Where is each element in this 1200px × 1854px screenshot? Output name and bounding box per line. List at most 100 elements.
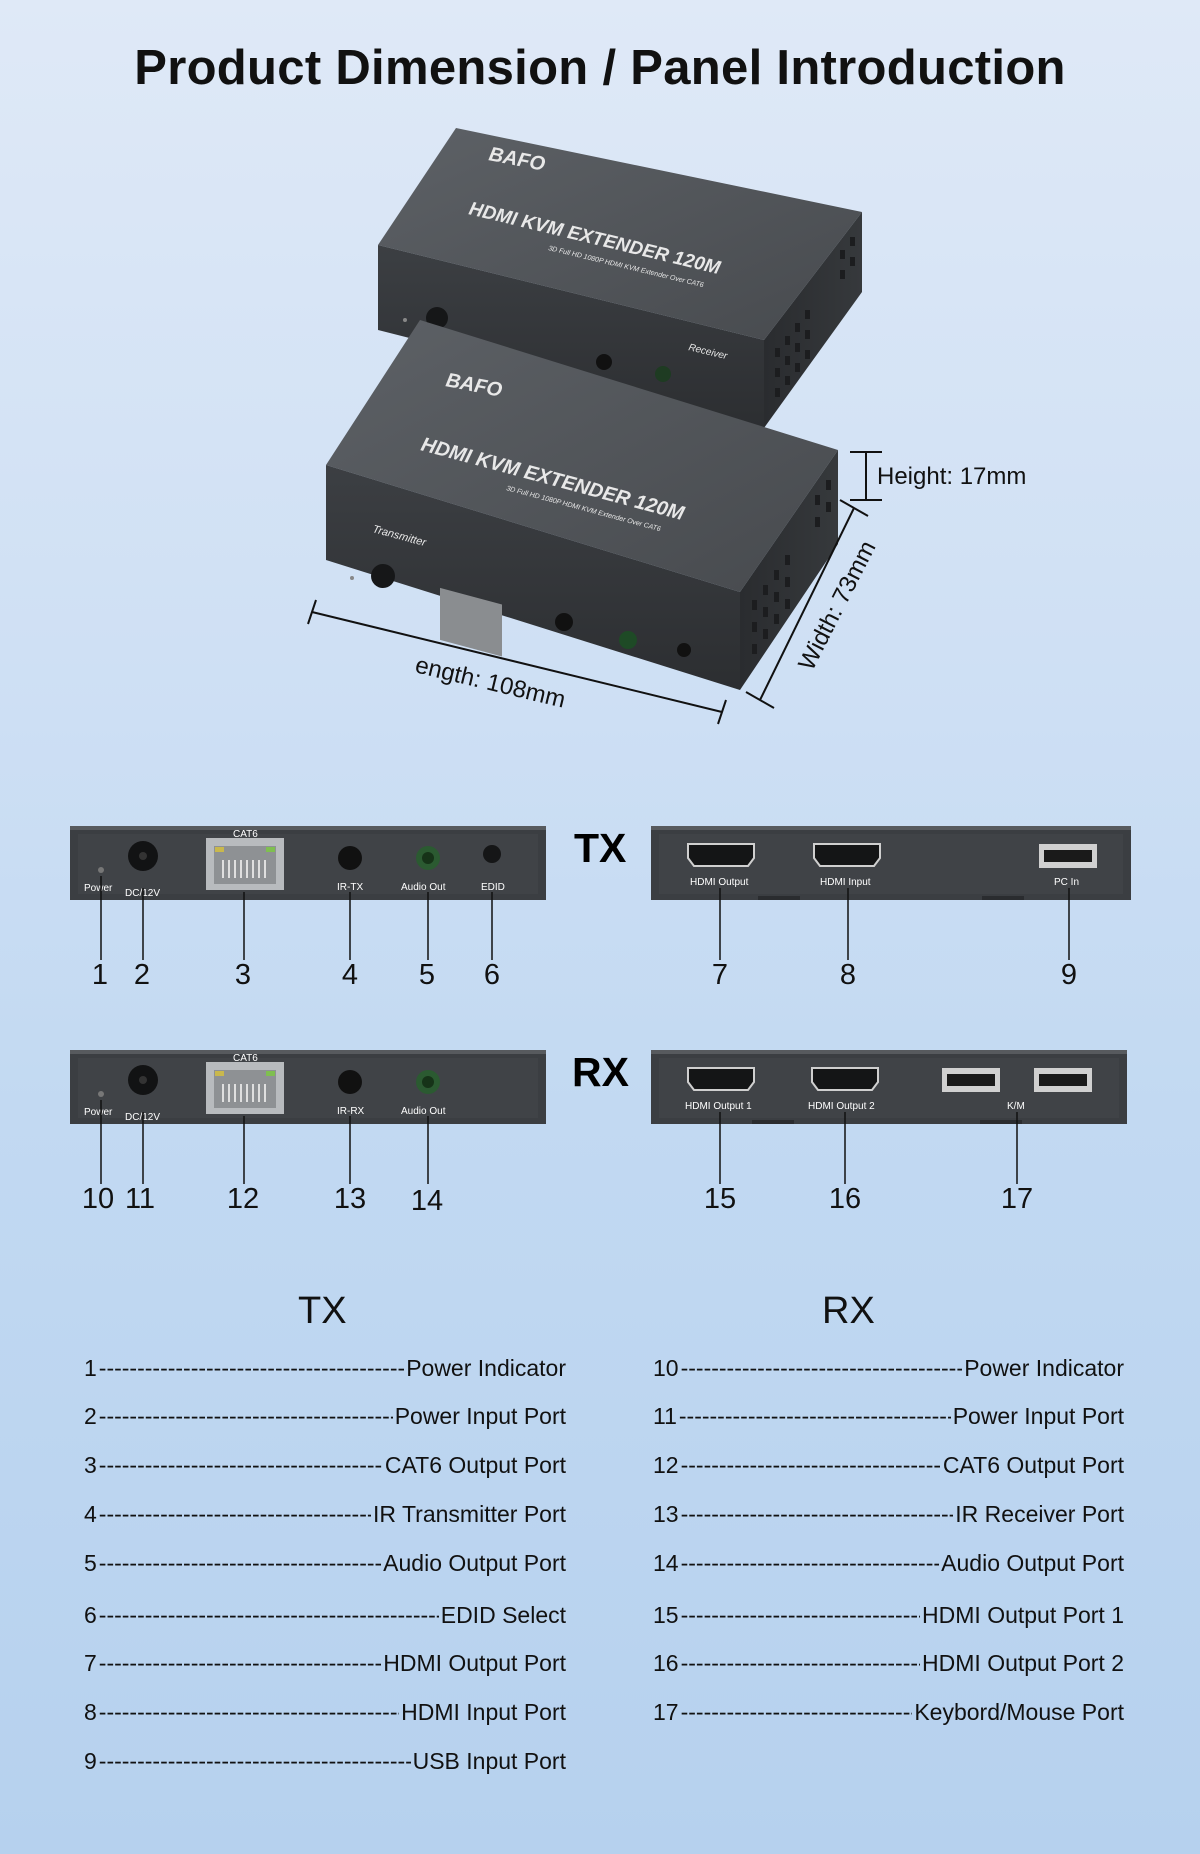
row-number: 6 <box>84 1602 97 1628</box>
row-description: HDMI Input Port <box>401 1699 566 1725</box>
tx-legend-row-3: 3 --------------------------------------… <box>84 1452 566 1479</box>
row-number: 12 <box>653 1452 679 1478</box>
ir-tx-label: IR-TX <box>337 882 363 893</box>
receiver-unit: BAFO HDMI KVM EXTENDER 120M 3D Full HD 1… <box>378 128 862 497</box>
rx-num-17: 17 <box>1001 1183 1033 1215</box>
pc-in-label: PC In <box>1054 877 1079 888</box>
tx-leader-lines <box>100 876 1070 960</box>
row-leader: ----------------------------------------… <box>680 1602 920 1628</box>
row-number: 10 <box>653 1355 679 1381</box>
edid-button <box>483 845 501 863</box>
row-number: 11 <box>653 1403 677 1429</box>
rx-legend-row-11: 11 -------------------------------------… <box>653 1403 1124 1430</box>
panel-diagrams: Power DC/12V CAT6 IR-TX Audio Out EDID H… <box>70 825 1131 1217</box>
tx-legend-row-1: 1 --------------------------------------… <box>84 1355 566 1382</box>
row-description: HDMI Output Port 1 <box>922 1602 1124 1628</box>
row-description: Power Input Port <box>952 1403 1124 1429</box>
rx-audio-out-label: Audio Out <box>401 1106 446 1117</box>
row-leader: ----------------------------------------… <box>98 1650 382 1676</box>
row-number: 7 <box>84 1650 97 1676</box>
hdmi-output-2-port <box>811 1067 879 1091</box>
tx-num-5: 5 <box>419 959 435 991</box>
row-leader: ----------------------------------------… <box>98 1602 439 1628</box>
tx-back-panel: HDMI Output HDMI Input PC In <box>651 826 1131 900</box>
rx-legend-row-13: 13 -------------------------------------… <box>653 1501 1124 1528</box>
row-description: Power Indicator <box>406 1355 566 1381</box>
height-dimension: Height: 17mm <box>877 463 1026 490</box>
row-leader: ----------------------------------------… <box>98 1748 411 1774</box>
rx-num-13: 13 <box>334 1183 366 1215</box>
power-label: Power <box>84 883 113 894</box>
row-number: 14 <box>653 1550 679 1576</box>
row-description: Audio Output Port <box>941 1550 1124 1576</box>
row-leader: ----------------------------------------… <box>98 1403 393 1429</box>
row-number: 5 <box>84 1550 97 1576</box>
row-leader: ----------------------------------------… <box>680 1501 954 1527</box>
hdmi-output-label: HDMI Output <box>690 877 749 888</box>
rx-legend-row-17: 17 -------------------------------------… <box>653 1699 1124 1726</box>
row-description: CAT6 Output Port <box>942 1452 1124 1478</box>
rx-num-15: 15 <box>704 1183 736 1215</box>
power-led <box>98 867 104 873</box>
dimension-lines <box>307 451 882 725</box>
rx-legend-row-12: 12 -------------------------------------… <box>653 1452 1124 1479</box>
row-number: 2 <box>84 1403 97 1429</box>
tx-num-4: 4 <box>342 959 358 991</box>
tx-legend-row-7: 7 --------------------------------------… <box>84 1650 566 1677</box>
rx-num-11: 11 <box>125 1183 155 1215</box>
rx-front-panel: Power DC/12V CAT6 IR-RX Audio Out <box>70 1050 546 1124</box>
row-number: 16 <box>653 1650 679 1676</box>
tx-legend-row-5: 5 --------------------------------------… <box>84 1550 566 1577</box>
tx-num-8: 8 <box>840 959 856 991</box>
tx-legend-row-9: 9 --------------------------------------… <box>84 1748 566 1775</box>
row-leader: ----------------------------------------… <box>680 1355 963 1381</box>
row-description: Power Indicator <box>964 1355 1124 1381</box>
tx-legend-row-6: 6 --------------------------------------… <box>84 1602 566 1629</box>
rx-legend-row-15: 15 -------------------------------------… <box>653 1602 1124 1629</box>
km-label: K/M <box>1007 1101 1025 1112</box>
rx-legend-row-14: 14 -------------------------------------… <box>653 1550 1124 1577</box>
rx-num-12: 12 <box>227 1183 259 1215</box>
row-leader: ----------------------------------------… <box>680 1452 941 1478</box>
row-description: CAT6 Output Port <box>384 1452 566 1478</box>
audio-out-label: Audio Out <box>401 882 446 893</box>
transmitter-unit: BAFO HDMI KVM EXTENDER 120M 3D Full HD 1… <box>326 320 838 690</box>
row-description: HDMI Output Port <box>383 1650 566 1676</box>
hdmi-output-1-label: HDMI Output 1 <box>685 1101 752 1112</box>
rx-back-panel: HDMI Output 1 HDMI Output 2 K/M <box>651 1050 1127 1124</box>
ir-tx-jack <box>338 846 362 870</box>
row-leader: ----------------------------------------… <box>98 1550 382 1576</box>
row-description: Audio Output Port <box>383 1550 566 1576</box>
row-leader: ----------------------------------------… <box>680 1650 920 1676</box>
row-number: 8 <box>84 1699 97 1725</box>
row-number: 1 <box>84 1355 97 1381</box>
row-description: Keybord/Mouse Port <box>914 1699 1124 1725</box>
row-leader: ----------------------------------------… <box>680 1550 940 1576</box>
row-leader: ----------------------------------------… <box>98 1501 371 1527</box>
row-description: IR Transmitter Port <box>373 1501 566 1527</box>
rx-leader-lines <box>100 1100 1018 1184</box>
row-leader: ----------------------------------------… <box>678 1403 951 1429</box>
tx-legend-row-2: 2 --------------------------------------… <box>84 1403 566 1430</box>
row-number: 9 <box>84 1748 97 1774</box>
rx-power-label: Power <box>84 1107 113 1118</box>
rx-cat6-label: CAT6 <box>233 1053 258 1064</box>
tx-legend-row-8: 8 --------------------------------------… <box>84 1699 566 1726</box>
tx-num-7: 7 <box>712 959 728 991</box>
cat6-label: CAT6 <box>233 829 258 840</box>
tx-num-1: 1 <box>92 959 108 991</box>
rx-power-led <box>98 1091 104 1097</box>
product-illustration: BAFO HDMI KVM EXTENDER 120M 3D Full HD 1… <box>307 128 1026 725</box>
rx-legend-header: RX <box>822 1290 875 1332</box>
row-number: 15 <box>653 1602 679 1628</box>
tx-front-panel: Power DC/12V CAT6 IR-TX Audio Out EDID <box>70 826 546 900</box>
hdmi-output-port <box>687 843 755 867</box>
tx-num-3: 3 <box>235 959 251 991</box>
row-description: Power Input Port <box>394 1403 566 1429</box>
row-leader: ----------------------------------------… <box>98 1699 400 1725</box>
row-number: 3 <box>84 1452 97 1478</box>
rx-num-16: 16 <box>829 1183 861 1215</box>
tx-panel-header: TX <box>574 825 626 871</box>
row-number: 4 <box>84 1501 97 1527</box>
row-description: HDMI Output Port 2 <box>922 1650 1124 1676</box>
